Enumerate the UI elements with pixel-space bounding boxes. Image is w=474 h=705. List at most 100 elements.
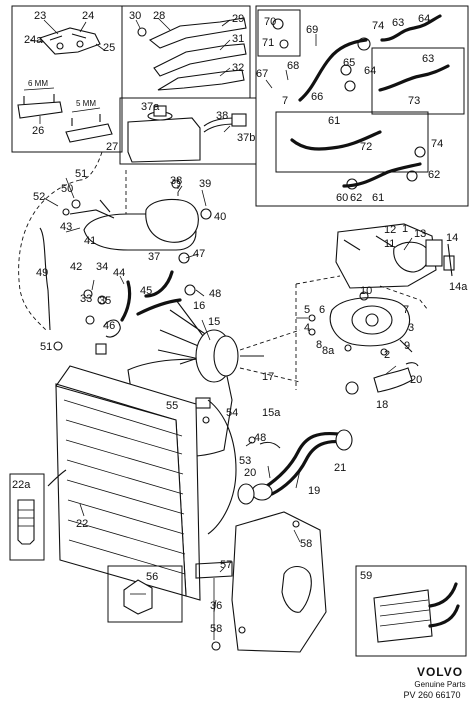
inset-box-clip <box>107 565 183 623</box>
callout-69: 69 <box>306 24 318 36</box>
callout-65: 65 <box>343 57 355 69</box>
callout-74a: 74 <box>372 20 384 32</box>
brand-subtitle: Genuine Parts <box>414 680 465 689</box>
callout-48a: 48 <box>209 288 221 300</box>
callout-71: 71 <box>262 37 274 49</box>
callout-50: 50 <box>61 183 73 195</box>
callout-1: 1 <box>402 223 408 235</box>
callout-41: 41 <box>84 235 96 247</box>
inset-box-oil-cooler <box>355 565 467 657</box>
callout-8a: 8a <box>322 345 335 357</box>
callout-53: 53 <box>239 455 251 467</box>
callout-54: 54 <box>226 407 238 419</box>
callout-5: 5 <box>304 304 310 316</box>
callout-14a: 14a <box>449 281 468 293</box>
callout-57: 57 <box>220 559 232 571</box>
callout-15a: 15a <box>262 407 281 419</box>
callout-19: 19 <box>308 485 320 497</box>
callout-43: 43 <box>60 221 72 233</box>
callout-22: 22 <box>76 518 88 530</box>
callout-28: 28 <box>153 10 165 22</box>
callout-45: 45 <box>140 285 152 297</box>
callout-20b: 20 <box>244 467 256 479</box>
callout-2: 2 <box>384 349 390 361</box>
tank-mount-assembly <box>18 151 212 331</box>
callout-49: 49 <box>36 267 48 279</box>
callout-17: 17 <box>262 371 274 383</box>
callout-14: 14 <box>446 232 458 244</box>
callout-9: 9 <box>404 340 410 352</box>
callout-66: 66 <box>311 91 323 103</box>
callout-18: 18 <box>376 399 388 411</box>
brand-footer: VOLVO Genuine Parts PV 260 66170 <box>403 665 465 700</box>
callout-7a: 7 <box>282 95 288 107</box>
callout-27: 27 <box>106 141 118 153</box>
callout-4: 4 <box>304 322 310 334</box>
callout-33: 33 <box>80 293 92 305</box>
callout-39: 39 <box>199 178 211 190</box>
callout-10: 10 <box>360 285 372 297</box>
brand-logo-text: VOLVO <box>417 665 463 679</box>
callout-62b: 62 <box>350 192 362 204</box>
callout-31: 31 <box>232 33 244 45</box>
callout-73: 73 <box>408 95 420 107</box>
callout-15: 15 <box>208 316 220 328</box>
callout-68: 68 <box>287 60 299 72</box>
callout-16: 16 <box>193 300 205 312</box>
callout-23: 23 <box>34 10 46 22</box>
callout-8: 8 <box>316 339 322 351</box>
fan-assembly <box>127 299 301 458</box>
callout-13: 13 <box>414 228 426 240</box>
callout-37b: 37b <box>237 132 255 144</box>
callout-12: 12 <box>384 224 396 236</box>
callout-36: 36 <box>210 600 222 612</box>
inset-box-heater-hoses <box>255 5 469 207</box>
splash-shield <box>195 511 327 653</box>
callout-51a: 51 <box>75 168 87 180</box>
callout-25: 25 <box>103 42 115 54</box>
callout-51b: 51 <box>40 341 52 353</box>
dimension-label-b: 5 MM <box>76 99 96 108</box>
callout-61a: 61 <box>328 115 340 127</box>
callout-24a: 24a <box>24 34 43 46</box>
callout-61b: 61 <box>372 192 384 204</box>
callout-63a: 63 <box>392 17 404 29</box>
inset-box-brackets <box>11 5 123 153</box>
callout-40: 40 <box>214 211 226 223</box>
callout-30: 30 <box>129 10 141 22</box>
callout-32: 32 <box>232 62 244 74</box>
callout-44: 44 <box>113 267 125 279</box>
callout-29: 29 <box>232 13 244 25</box>
callout-64a: 64 <box>418 13 430 25</box>
callout-11: 11 <box>384 238 395 250</box>
callout-46: 46 <box>103 320 115 332</box>
lower-radiator-hoses <box>207 399 353 535</box>
callout-62a: 62 <box>428 169 440 181</box>
callout-56: 56 <box>146 571 158 583</box>
callout-22a: 22a <box>12 479 31 491</box>
callout-67: 67 <box>256 68 268 80</box>
callout-58b: 58 <box>210 623 222 635</box>
callout-24: 24 <box>82 10 94 22</box>
callout-20a: 20 <box>410 374 422 386</box>
callout-3: 3 <box>408 322 414 334</box>
expansion-tank <box>119 97 257 165</box>
callout-48b: 48 <box>254 432 266 444</box>
callout-35: 35 <box>99 295 111 307</box>
callout-52: 52 <box>33 191 45 203</box>
callout-26: 26 <box>32 125 44 137</box>
callout-47: 47 <box>193 248 205 260</box>
callout-37a: 37a <box>141 101 160 113</box>
callout-38b: 38 <box>170 175 182 187</box>
dimension-label-a: 6 MM <box>28 79 48 88</box>
callout-34: 34 <box>96 261 108 273</box>
water-pump-assembly <box>295 223 455 395</box>
drain-plug <box>9 469 67 561</box>
callout-38: 38 <box>216 110 228 122</box>
callout-6: 6 <box>319 304 325 316</box>
callout-55: 55 <box>166 400 178 412</box>
callout-70: 70 <box>264 16 276 28</box>
callout-72: 72 <box>360 141 372 153</box>
callout-60: 60 <box>336 192 348 204</box>
